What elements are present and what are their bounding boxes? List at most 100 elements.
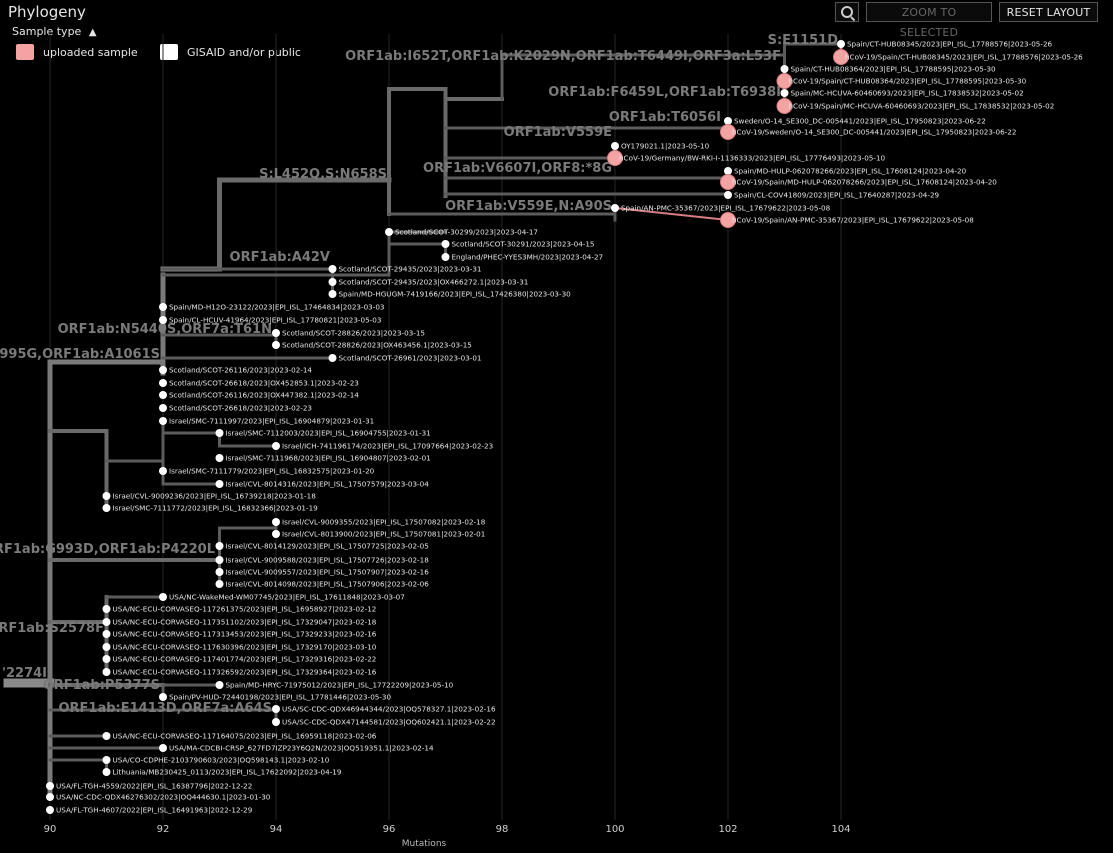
sample-label: Israel/CVL-9009557/2023|EPI_ISL_17507907… — [226, 568, 430, 577]
sample-label: Israel/CVL-8014098/2023|EPI_ISL_17507906… — [226, 580, 430, 589]
sample-label: Israel/CVL-8014316/2023|EPI_ISL_17507579… — [226, 480, 430, 489]
sample-label: USA/SC-CDC-QDX47144581/2023|OQ602421.1|2… — [282, 718, 496, 727]
sample-label: hCoV-19/Spain/MC-HCUVA-60460693/2023|EPI… — [789, 102, 1055, 111]
public-sample-node — [102, 504, 111, 512]
sample-label: Israel/SMC-7112003/2023|EPI_ISL_16904755… — [226, 429, 431, 438]
sample-label: USA/NC-ECU-CORVASEQ-117261375/2023|EPI_I… — [113, 605, 377, 614]
search-icon — [841, 6, 853, 18]
public-sample-node — [272, 341, 280, 349]
reset-layout-button[interactable]: RESET LAYOUT — [999, 2, 1098, 22]
axis-tick-label: 102 — [718, 824, 737, 835]
mutation-label: ORF1ab:T6056I — [609, 110, 721, 125]
mutation-label: S:L452Q,S:N658S — [259, 167, 387, 182]
legend-toggle[interactable]: Sample type ▲ — [12, 25, 97, 38]
axis-tick-label: 94 — [270, 824, 283, 835]
sample-label: Israel/ICH-741196174/2023|EPI_ISL_170976… — [282, 442, 493, 451]
axis-tick-label: 100 — [605, 824, 624, 835]
public-sample-node — [385, 228, 393, 236]
public-sample-node — [159, 744, 167, 752]
public-sample-node — [102, 655, 111, 663]
sample-label: Israel/CVL-8014129/2023|EPI_ISL_17507725… — [226, 542, 429, 551]
sample-label: hCoV-19/Sweden/O-14_SE300_DC-005441/2023… — [732, 128, 1016, 137]
sample-label: Spain/MD-HGUGM-7419166/2023|EPI_ISL_1742… — [339, 290, 572, 299]
mutation-label: ORF1ab:I652T,ORF1ab:K2029N,ORF1ab:T6449I… — [345, 49, 781, 64]
public-sample-node — [159, 316, 167, 324]
sample-label: Israel/SMC-7111968/2023|EPI_ISL_16904807… — [226, 454, 431, 463]
sample-label: Israel/SMC-7111772/2023|EPI_ISL_16832366… — [113, 504, 319, 513]
public-sample-node — [272, 718, 280, 726]
public-sample-node — [102, 605, 111, 613]
sample-label: Scotland/SCOT-28826/2023|OX463456.1|2023… — [282, 341, 472, 350]
public-sample-node — [102, 630, 111, 638]
uploaded-sample-node — [720, 124, 736, 140]
sample-label: hCoV-19/Spain/CT-HUB08345/2023|EPI_ISL_1… — [845, 53, 1083, 62]
uploaded-sample-node — [776, 73, 793, 89]
uploaded-sample-node — [607, 150, 623, 166]
public-sample-node — [102, 618, 111, 626]
sample-label: Scotland/SCOT-26961/2023|2023-03-01 — [339, 354, 482, 363]
public-sample-node — [102, 768, 111, 776]
mutation-label: ORF1ab:A42V — [230, 250, 330, 265]
public-sample-node — [837, 40, 845, 48]
sample-label: Spain/CT-HUB08364/2023|EPI_ISL_17788595|… — [791, 65, 997, 74]
public-sample-node — [724, 191, 732, 199]
public-sample-node — [159, 404, 167, 412]
sample-label: Spain/CL-COV41809/2023|EPI_ISL_17640287|… — [734, 191, 940, 200]
sample-label: USA/NC-WakeMed-WM07745/2023|EPI_ISL_1761… — [169, 593, 405, 602]
axis-tick-label: 98 — [496, 824, 509, 835]
sample-label: USA/FL-TGH-4559/2022|EPI_ISL_16387796|20… — [56, 782, 252, 791]
sample-label: Spain/MC-HCUVA-60460693/2023|EPI_ISL_178… — [791, 89, 1024, 98]
sample-label: USA/CO-CDPHE-2103790603/2023|OQ598143.1|… — [113, 756, 330, 765]
sample-label: hCoV-19/Spain/MD-HULP-062078266/2023|EPI… — [732, 178, 997, 187]
public-sample-node — [159, 417, 167, 425]
public-sample-node — [215, 480, 224, 488]
public-sample-node — [215, 568, 224, 576]
public-sample-node — [780, 65, 789, 73]
public-sample-node — [441, 253, 450, 261]
legend-title: Sample type — [12, 25, 82, 38]
search-button[interactable] — [835, 2, 859, 22]
sample-label: USA/NC-ECU-CORVASEQ-117630396/2023|EPI_I… — [113, 643, 377, 652]
sample-label: Scotland/SCOT-26116/2023|2023-02-14 — [169, 366, 312, 375]
mutation-label: ORF1ab:P5377S — [43, 678, 160, 693]
sample-label: Lithuania/MB230425_0113/2023|EPI_ISL_176… — [113, 768, 342, 777]
public-sample-node — [159, 366, 167, 374]
public-sample-node — [611, 142, 619, 150]
panel-title: Phylogeny — [8, 3, 86, 21]
sample-label: Israel/CVL-9009588/2023|EPI_ISL_17507726… — [226, 556, 430, 565]
sample-label: Scotland/SCOT-30299/2023|2023-04-17 — [395, 228, 538, 237]
mutation-label: ORF1ab:F6459L,ORF1ab:T6938I — [548, 85, 781, 100]
sample-label: Israel/CVL-9009236/2023|EPI_ISL_16739218… — [113, 492, 317, 501]
legend-label-uploaded: uploaded sample — [43, 45, 138, 59]
uploaded-link — [614, 207, 729, 221]
sample-label: Israel/CVL-9009355/2023|EPI_ISL_17507082… — [282, 518, 486, 527]
public-sample-node — [328, 290, 337, 298]
sample-label: Spain/PV-HUD-72440198/2023|EPI_ISL_17781… — [169, 693, 392, 702]
public-sample-node — [102, 668, 111, 676]
sample-label: Spain/MD-H12O-23122/2023|EPI_ISL_1746483… — [169, 303, 384, 312]
sample-label: Scotland/SCOT-30291/2023|2023-04-15 — [452, 240, 595, 249]
public-sample-node — [272, 329, 280, 337]
sample-label: hCoV-19/Spain/CT-HUB08364/2023|EPI_ISL_1… — [789, 77, 1027, 86]
sample-label: USA/NC-ECU-CORVASEQ-117326592/2023|EPI_I… — [113, 668, 377, 677]
public-sample-node — [46, 782, 54, 790]
sample-label: Israel/CVL-8013900/2023|EPI_ISL_17507081… — [282, 530, 485, 539]
public-sample-node — [215, 681, 224, 689]
public-sample-node — [102, 732, 111, 740]
uploaded-sample-node — [720, 212, 736, 228]
public-sample-node — [272, 705, 280, 713]
public-sample-node — [102, 756, 111, 764]
uploaded-sample-node — [720, 174, 736, 190]
zoom-to-selected-button[interactable]: ZOOM TO SELECTED — [866, 2, 992, 39]
public-sample-node — [272, 442, 280, 450]
sample-label: Spain/CT-HUB08345/2023|EPI_ISL_17788576|… — [847, 40, 1053, 49]
sample-label: Sweden/O-14_SE300_DC-005441/2023|EPI_ISL… — [734, 117, 986, 126]
mutation-label: ORF1ab:N5440S,ORF7a:T61N — [58, 322, 272, 337]
chevron-up-icon: ▲ — [88, 27, 97, 38]
sample-label: OY179021.1|2023-05-10 — [621, 142, 710, 151]
axis-tick-label: 104 — [831, 824, 850, 835]
mutation-label: ORF1ab:E1413D,ORF7a:A64S — [58, 701, 272, 716]
sample-label: USA/NC-ECU-CORVASEQ-117313453/2023|EPI_I… — [113, 630, 377, 639]
public-sample-node — [215, 429, 224, 437]
